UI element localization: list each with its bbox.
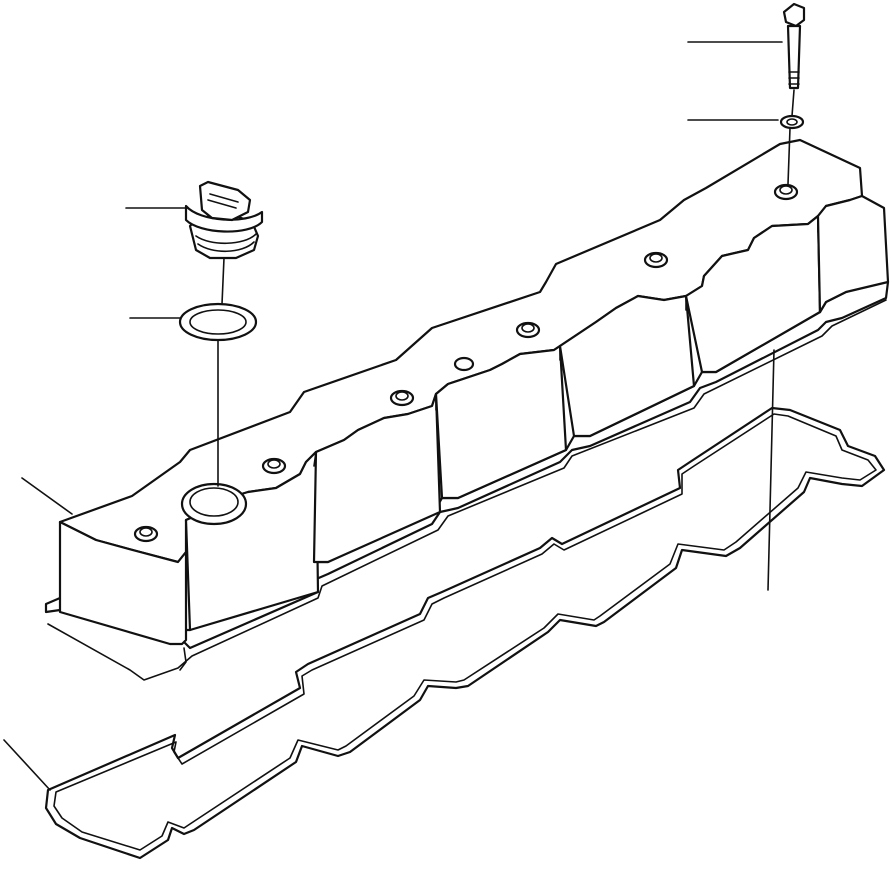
callout-leaders (3, 41, 783, 791)
assembly-lines (217, 89, 795, 591)
leader-valve-cover (21, 477, 73, 515)
oil-filler-cap (184, 180, 264, 260)
leader-valve-cover-gasket (3, 739, 51, 791)
valve-cover-gasket (44, 406, 886, 860)
cover-bolt (782, 2, 806, 90)
valve-cover (44, 138, 890, 681)
filler-cap-o-ring (178, 302, 258, 342)
bolt-seal-washer (779, 114, 805, 130)
